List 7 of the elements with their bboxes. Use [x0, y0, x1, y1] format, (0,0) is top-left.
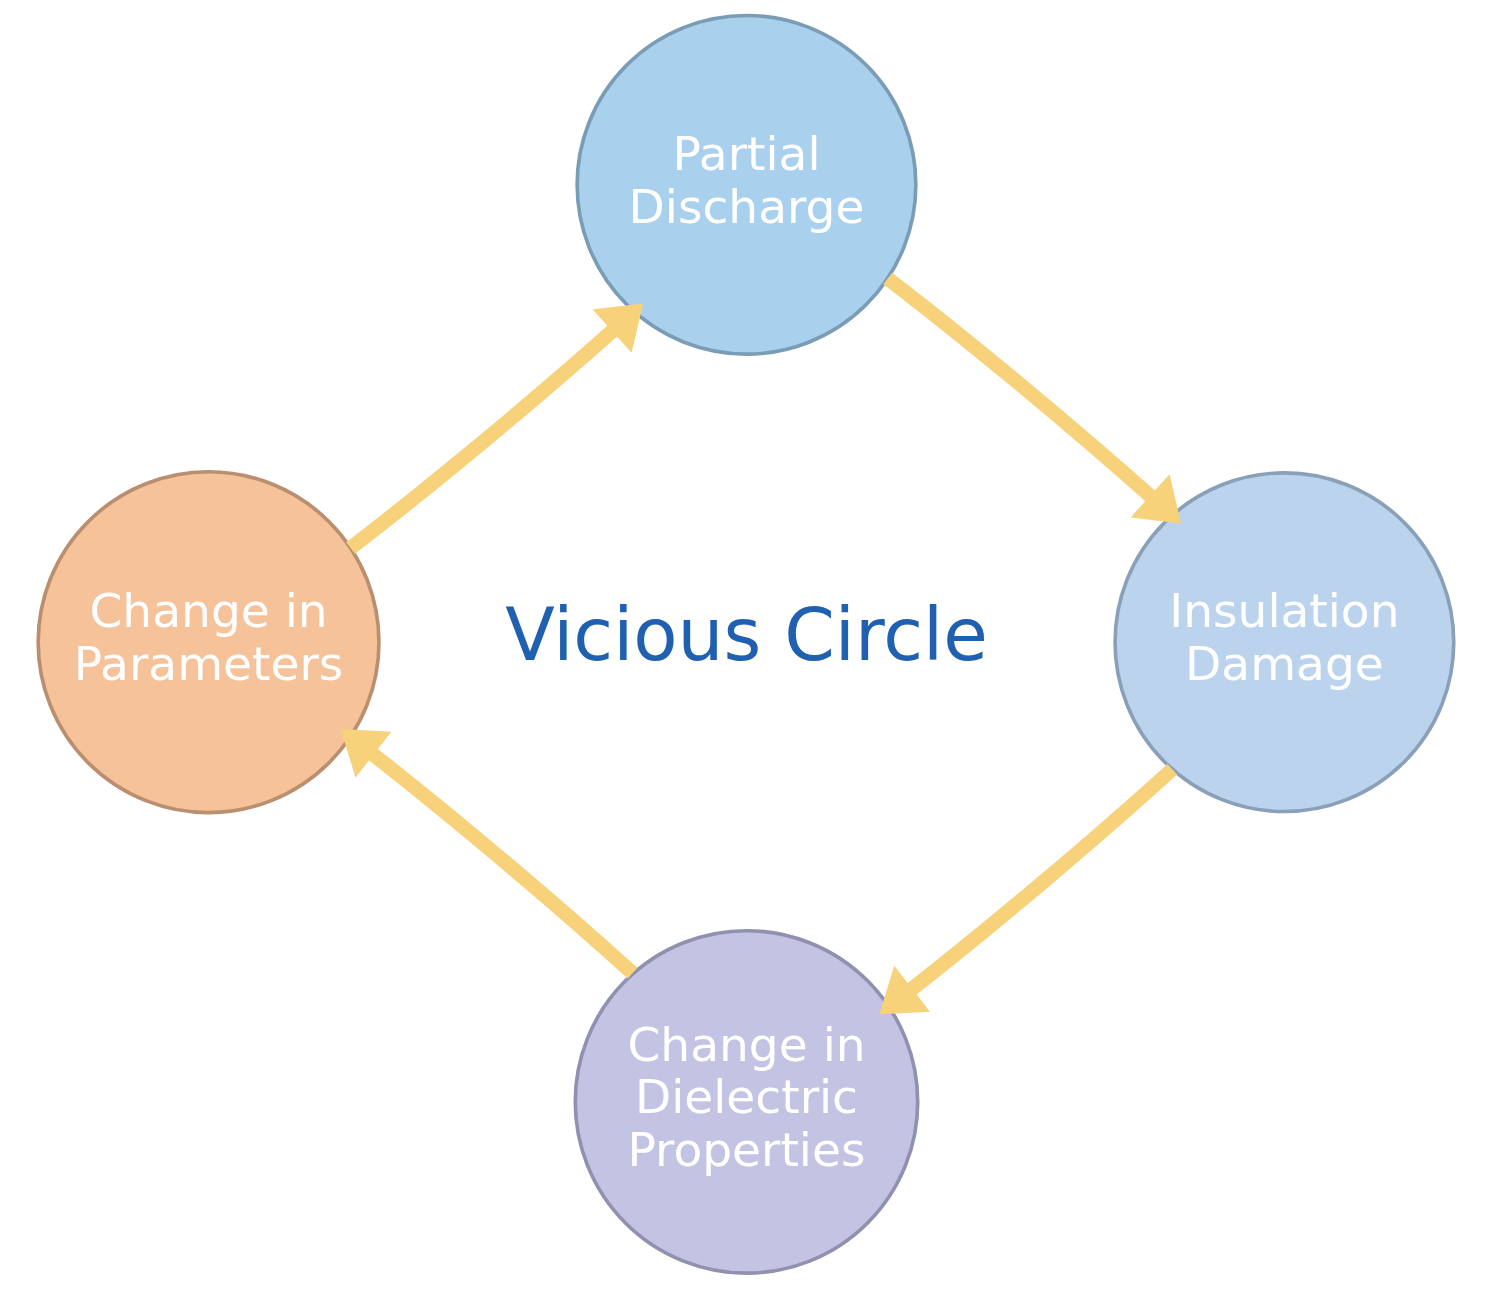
- node-circle: Change in Parameters: [36, 470, 381, 815]
- label: Vicious Circle: [505, 593, 988, 678]
- arrow: [883, 272, 1181, 524]
- arrow: [346, 303, 644, 554]
- node-circle: Change in Dielectric Properties: [573, 928, 920, 1275]
- arrow: [879, 763, 1178, 1015]
- arrow: [340, 729, 638, 979]
